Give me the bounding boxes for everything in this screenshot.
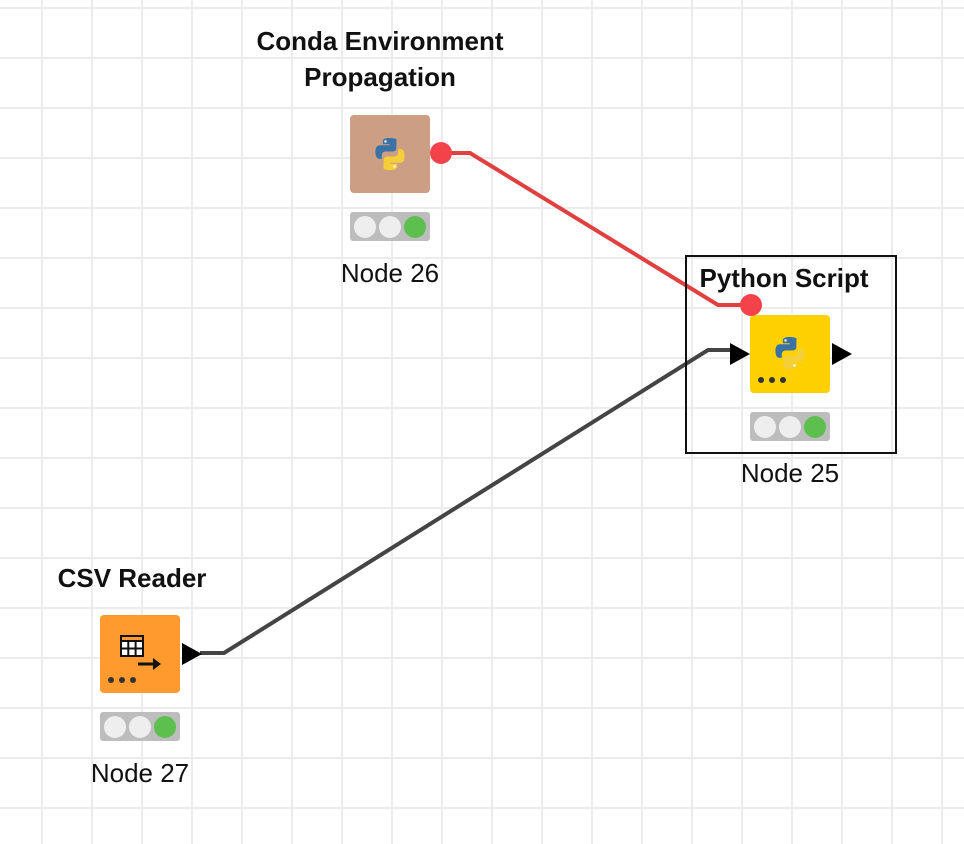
selection-rectangle <box>685 255 897 454</box>
node-title: Conda Environment Propagation <box>230 23 530 95</box>
node-label[interactable]: Node 26 <box>340 258 440 288</box>
data-input-port[interactable] <box>730 343 750 365</box>
status-light-green <box>403 215 426 238</box>
status-light-red <box>104 715 127 738</box>
node-status-indicator <box>750 412 830 441</box>
node-label[interactable]: Node 27 <box>90 758 190 788</box>
data-output-port[interactable] <box>832 343 852 365</box>
node-label[interactable]: Node 25 <box>740 458 840 488</box>
flow-variable-output-port[interactable] <box>430 142 452 164</box>
python-icon <box>775 337 805 369</box>
connection-node26-to-node25[interactable] <box>441 151 751 307</box>
status-light-yellow <box>778 415 801 438</box>
status-light-yellow <box>378 215 401 238</box>
node-status-indicator <box>100 712 180 741</box>
flow-variable-input-port[interactable] <box>740 294 762 316</box>
status-light-yellow <box>128 715 151 738</box>
more-options-icon[interactable] <box>108 677 136 683</box>
node-body[interactable] <box>750 315 830 393</box>
status-light-red <box>354 215 377 238</box>
status-light-green <box>803 415 826 438</box>
node-title-line-1: Conda Environment <box>256 26 504 56</box>
node-title: Python Script <box>699 263 869 293</box>
python-icon <box>375 138 405 170</box>
more-options-icon[interactable] <box>758 377 786 383</box>
node-title-line-2: Propagation <box>304 62 456 92</box>
node-body[interactable] <box>350 115 430 193</box>
connection-node27-to-node25[interactable] <box>200 348 732 655</box>
node-title: CSV Reader <box>57 563 207 593</box>
data-output-port[interactable] <box>182 643 202 665</box>
status-light-green <box>153 715 176 738</box>
status-light-red <box>754 415 777 438</box>
table-export-icon <box>120 635 161 670</box>
node-body[interactable] <box>100 615 180 693</box>
node-status-indicator <box>350 212 430 241</box>
